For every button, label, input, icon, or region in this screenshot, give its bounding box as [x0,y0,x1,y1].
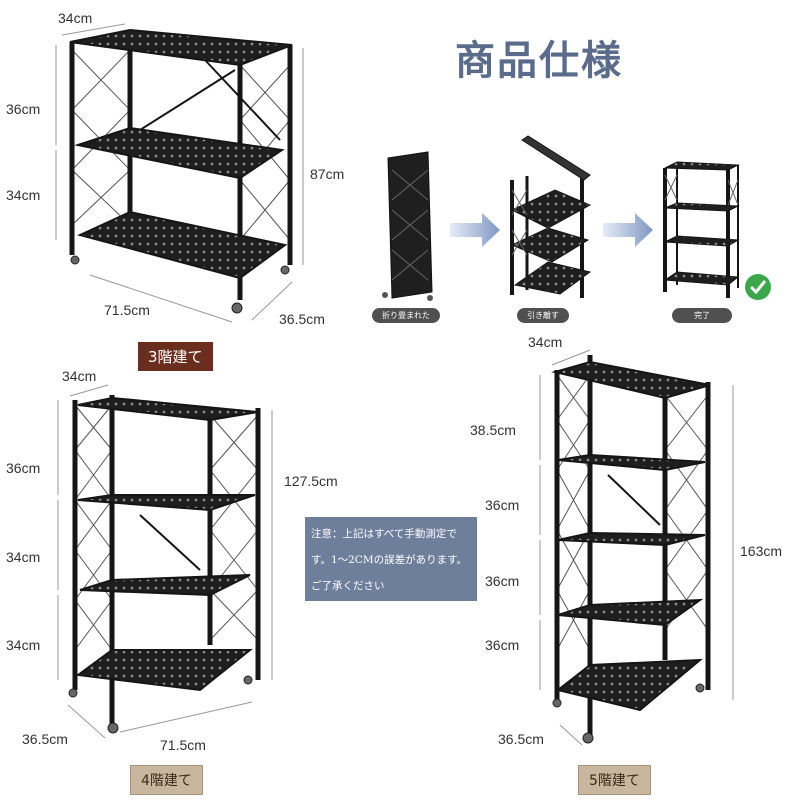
shelf-4-depth: 36.5cm [22,731,68,747]
check-icon [745,274,771,300]
shelf-3-tier1-height: 36cm [6,101,41,117]
shelf-5-tier1-height: 38.5cm [470,422,516,438]
shelf-3-dimension-lines [55,23,304,323]
shelf-5-tier-badge: 5階建て [578,765,651,795]
shelf-5-tier2-height: 36cm [485,497,520,513]
shelf-4-length: 71.5cm [160,737,206,753]
shelf-5-tier3-height: 36cm [485,573,520,589]
shelf-4-dimension-lines [57,384,273,739]
shelf-4-tier-badge: 4階建て [130,765,203,795]
shelf-4-tier-image [68,395,261,734]
shelf-3-depth: 36.5cm [279,311,325,327]
shelf-4-tier3-height: 34cm [6,637,41,653]
shelf-3-tier2-height: 34cm [6,187,41,203]
step-pull-apart-label: 引き離す [517,308,569,323]
page-title: 商品仕様 [455,38,623,84]
arrow-right-icon [450,213,500,247]
shelf-4-top-width: 34cm [62,368,97,384]
measurement-note: 注意：上記はすべて手動測定です。1～2CMの誤差があります。ご了承ください [305,517,477,601]
step-folded-label: 折り畳まれた [372,308,440,323]
shelf-3-total-height: 87cm [310,166,345,182]
shelf-3-tier-image [69,28,293,314]
shelf-3-top-width: 34cm [58,10,93,26]
shelf-5-tier-image [551,355,711,744]
shelf-3-length: 71.5cm [104,302,150,318]
arrow-right-icon [603,213,653,247]
shelf-3-tier-badge: 3階建て [138,342,213,371]
shelf-5-tier4-height: 36cm [485,637,520,653]
shelf-4-tier1-height: 36cm [6,460,41,476]
step-complete-label: 完了 [672,308,732,323]
shelf-5-total-height: 163cm [740,543,783,559]
shelf-4-total-height: 127.5cm [284,473,338,489]
shelf-4-tier2-height: 34cm [6,549,41,565]
assembled-shelf-image [663,161,740,298]
shelf-5-top-width: 34cm [528,334,563,350]
folded-shelf-image [382,151,433,301]
unfolding-shelf-image [510,135,592,298]
shelf-5-dimension-lines [539,349,734,746]
shelf-5-depth: 36.5cm [498,731,544,747]
